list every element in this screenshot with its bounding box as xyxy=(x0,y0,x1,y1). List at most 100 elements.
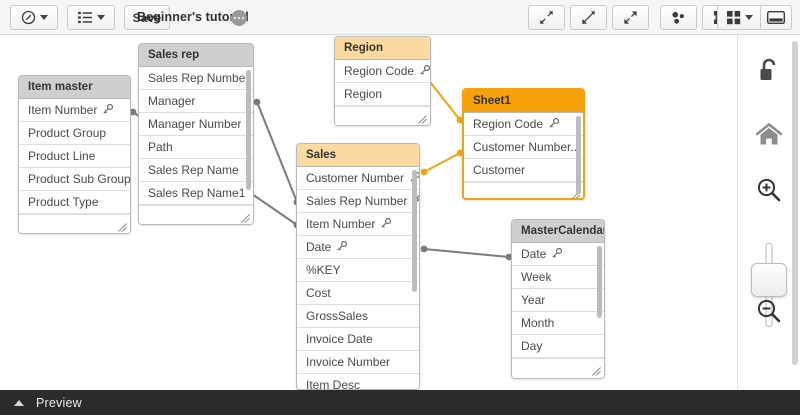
home-glyph xyxy=(755,122,783,145)
preview-bar[interactable]: Preview xyxy=(0,390,800,415)
arrows-expand-icon xyxy=(624,11,637,24)
key-icon xyxy=(381,217,392,228)
table-header[interactable]: Item master xyxy=(19,76,130,99)
table-field-row[interactable]: Product Group xyxy=(19,122,130,145)
table-field-row[interactable]: Region Code xyxy=(464,113,583,136)
table-field-row[interactable]: Sales Rep Name xyxy=(139,159,253,182)
link-sales-mastercalendar-date[interactable] xyxy=(420,245,513,261)
table-header[interactable]: Sheet1 xyxy=(464,90,583,113)
top-toolbar: Save Beginner's tutorial xyxy=(0,0,800,35)
table-field-row[interactable]: Month xyxy=(512,312,604,335)
table-field-row[interactable]: GrossSales xyxy=(297,305,419,328)
field-label: Week xyxy=(521,269,552,284)
sheet-list-button[interactable] xyxy=(67,5,115,30)
table-field-row[interactable]: Customer xyxy=(464,159,583,182)
table-field-row[interactable]: Cost xyxy=(297,282,419,305)
table-field-row[interactable]: Date xyxy=(512,243,604,266)
table-field-row[interactable]: Product Type xyxy=(19,191,130,214)
table-field-row[interactable]: Week xyxy=(512,266,604,289)
table-field-row[interactable]: Product Sub Group xyxy=(19,168,130,191)
field-label: Region xyxy=(344,86,383,101)
grid-view-button[interactable] xyxy=(717,5,763,30)
field-label: Item Number xyxy=(306,216,376,231)
field-label: Sales Rep Number... xyxy=(148,70,253,85)
link-sales-sheet1-customernumber[interactable] xyxy=(420,149,464,176)
table-field-row[interactable]: Sales Rep Name1 xyxy=(139,182,253,205)
table-field-row[interactable]: Year xyxy=(512,289,604,312)
table-scrollbar[interactable] xyxy=(246,70,251,190)
field-label: Day xyxy=(521,338,543,353)
field-label: Cost xyxy=(306,285,331,300)
table-footer xyxy=(335,106,430,125)
save-button[interactable]: Save xyxy=(124,5,170,30)
table-header[interactable]: Sales xyxy=(297,144,419,167)
resize-handle-icon[interactable] xyxy=(592,367,601,376)
table-field-row[interactable]: Invoice Date xyxy=(297,328,419,351)
table-field-row[interactable]: Invoice Number xyxy=(297,351,419,374)
link-salesrep-sales-salesrepnumber[interactable] xyxy=(253,98,301,206)
key-icon xyxy=(552,247,563,258)
unlink-button[interactable] xyxy=(570,5,607,30)
table-header[interactable]: Region xyxy=(335,37,430,60)
canvas-tools-rail xyxy=(737,35,800,390)
table-field-row[interactable]: Customer Number... xyxy=(464,136,583,159)
unlock-icon[interactable] xyxy=(757,57,781,90)
table-field-row[interactable]: Item Number xyxy=(19,99,130,122)
resize-handle-icon[interactable] xyxy=(118,223,127,232)
table-header[interactable]: MasterCalendar xyxy=(512,220,604,243)
table-field-row[interactable]: %KEY xyxy=(297,259,419,282)
table-field-row[interactable]: Item Number xyxy=(297,213,419,236)
key-icon xyxy=(337,240,348,251)
collapse-all-button[interactable] xyxy=(528,5,565,30)
preview-toggle-button[interactable] xyxy=(760,5,792,30)
triangle-up-icon xyxy=(14,399,24,406)
table-scrollbar[interactable] xyxy=(412,170,417,292)
table-scrollbar[interactable] xyxy=(576,116,581,194)
field-label: Customer Number xyxy=(306,170,405,185)
canvas-vertical-scrollbar[interactable] xyxy=(792,41,798,365)
field-label: Customer Number... xyxy=(473,139,581,154)
table-footer xyxy=(464,182,583,198)
nav-menu-button[interactable] xyxy=(10,5,58,30)
field-label: Invoice Number xyxy=(306,354,391,369)
compass-icon xyxy=(21,10,35,25)
table-field-row[interactable]: Region Code xyxy=(335,60,430,83)
zoom-out-icon[interactable] xyxy=(756,298,782,329)
field-label: Date xyxy=(521,246,547,261)
key-icon xyxy=(420,64,430,75)
unlock-glyph xyxy=(760,58,776,80)
zoom-in-icon[interactable] xyxy=(756,177,782,208)
zoom-slider-handle[interactable] xyxy=(751,263,787,297)
table-field-row[interactable]: Sales Rep Number... xyxy=(139,67,253,90)
table-field-row[interactable]: Sales Rep Number xyxy=(297,190,419,213)
table-scrollbar[interactable] xyxy=(597,246,602,318)
resize-handle-icon[interactable] xyxy=(241,214,250,223)
table-field-row[interactable]: Item Desc xyxy=(297,374,419,389)
table-field-row[interactable]: Path xyxy=(139,136,253,159)
table-footer xyxy=(139,205,253,224)
more-options-icon[interactable] xyxy=(231,10,247,26)
table-field-row[interactable]: Manager Number xyxy=(139,113,253,136)
bubble-view-button[interactable] xyxy=(660,5,697,30)
table-header[interactable]: Sales rep xyxy=(139,44,253,67)
table-field-row[interactable]: Customer Number xyxy=(297,167,419,190)
table-field-row[interactable]: Date xyxy=(297,236,419,259)
table-field-row[interactable]: Manager xyxy=(139,90,253,113)
table-field-row[interactable]: Product Line xyxy=(19,145,130,168)
key-icon xyxy=(549,117,560,128)
table-field-row[interactable]: Region xyxy=(335,83,430,106)
grid-icon xyxy=(727,10,741,24)
home-icon[interactable] xyxy=(755,122,783,152)
field-label: Sales Rep Name xyxy=(148,162,239,177)
table-field-row[interactable]: Day xyxy=(512,335,604,358)
expand-all-button[interactable] xyxy=(612,5,649,30)
resize-handle-icon[interactable] xyxy=(418,115,427,124)
